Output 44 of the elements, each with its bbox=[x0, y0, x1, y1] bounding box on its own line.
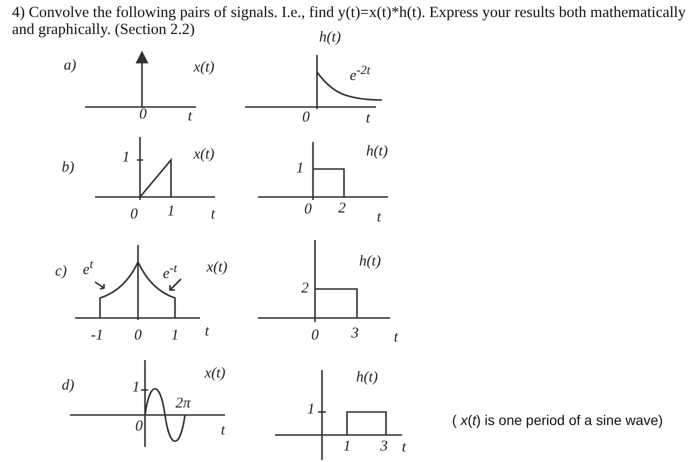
tick-label: -1 bbox=[90, 328, 104, 344]
signal-label: h(t) bbox=[366, 144, 388, 160]
tick-label: 3 bbox=[351, 326, 359, 342]
tick-label: 3 bbox=[380, 440, 388, 454]
part-label: a) bbox=[64, 58, 76, 74]
signal-label: h(t) bbox=[356, 370, 378, 386]
formula-label: e$^{t}$ bbox=[82, 258, 94, 278]
tick-label: 0 bbox=[311, 328, 319, 344]
axis-label: t bbox=[204, 324, 210, 340]
axis-label: t bbox=[188, 110, 192, 124]
formula-label: e$^{-2t}$ bbox=[350, 64, 370, 84]
axis-label: t bbox=[366, 112, 370, 126]
note: ( x(t) is one period of a sine wave) bbox=[452, 413, 663, 427]
tick-label: 0 bbox=[304, 202, 312, 218]
signal-label: x(t) bbox=[194, 60, 214, 76]
tick-label: 0 bbox=[139, 108, 147, 122]
axis-label: t bbox=[376, 210, 382, 226]
axis-label: t bbox=[210, 208, 216, 222]
part-label: d) bbox=[62, 378, 74, 394]
axis-label: t bbox=[402, 440, 406, 456]
tick-label: 2π bbox=[176, 396, 190, 412]
signal-label: x(t) bbox=[206, 260, 228, 276]
tick-label: 2 bbox=[338, 202, 346, 216]
tick-label: 1 bbox=[132, 380, 140, 396]
part-label: c) bbox=[55, 264, 67, 280]
tick-label: 1 bbox=[343, 440, 351, 454]
axis-label: t bbox=[394, 330, 398, 346]
tick-label: 1 bbox=[122, 150, 130, 166]
tick-label: 1 bbox=[171, 328, 179, 344]
tick-label: 1 bbox=[296, 162, 304, 176]
signal-label: x(t) bbox=[194, 148, 214, 162]
tick-label: 0 bbox=[134, 328, 142, 344]
signal-label: h(t) bbox=[359, 254, 381, 270]
formula-label: e$^{-t}$ bbox=[162, 262, 178, 282]
tick-label: 0 bbox=[135, 420, 143, 434]
tick-label: 0 bbox=[130, 208, 138, 222]
tick-label: 2 bbox=[301, 282, 309, 296]
axis-label: t bbox=[220, 424, 226, 438]
tick-label: 0 bbox=[302, 110, 310, 126]
signal-label: x(t) bbox=[204, 366, 226, 382]
signal-label: h(t) bbox=[319, 30, 341, 46]
tick-label: 1 bbox=[307, 402, 315, 418]
part-label: b) bbox=[62, 160, 74, 176]
tick-label: 1 bbox=[167, 204, 175, 220]
